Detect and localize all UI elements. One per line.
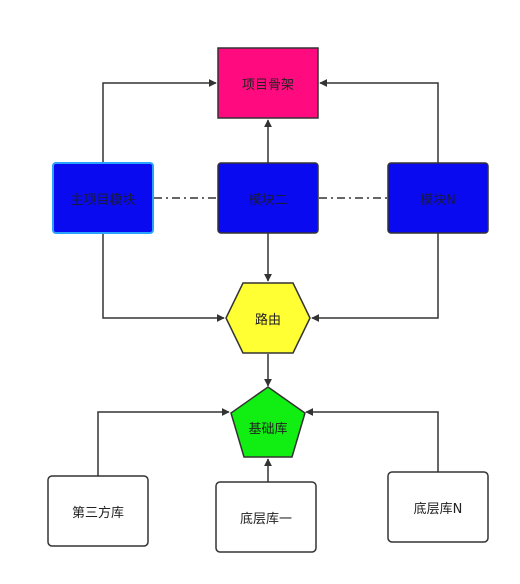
bottom-lib-one-node [215,481,317,553]
edge-module-n-to-framework [319,79,439,163]
module-two-label: 模块二 [248,192,288,208]
base-lib-label: 基础库 [248,421,288,437]
module-n-node [387,162,489,234]
third-party-node [47,475,149,547]
third-party-label: 第三方库 [71,505,124,521]
edge-main-module-to-router [102,233,225,322]
main-module-label: 主项目模块 [70,192,136,208]
edge-bottom-lib-n-to-base-lib [305,408,439,472]
router-node [225,282,311,354]
framework-label: 项目骨架 [241,77,294,93]
edge-third-party-to-base-lib [97,408,230,476]
edge-main-module-to-framework [102,79,217,163]
router-label: 路由 [254,312,281,328]
module-n-label: 模块N [420,192,456,208]
bottom-lib-n-label: 底层库N [413,501,463,517]
bottom-lib-n-node [387,471,489,543]
framework-node [217,47,319,119]
main-module-node [52,162,154,234]
base-lib-node [230,386,306,458]
module-two-node [217,162,319,234]
bottom-lib-one-label: 底层库一 [239,511,292,527]
edge-module-n-to-router [311,233,439,322]
